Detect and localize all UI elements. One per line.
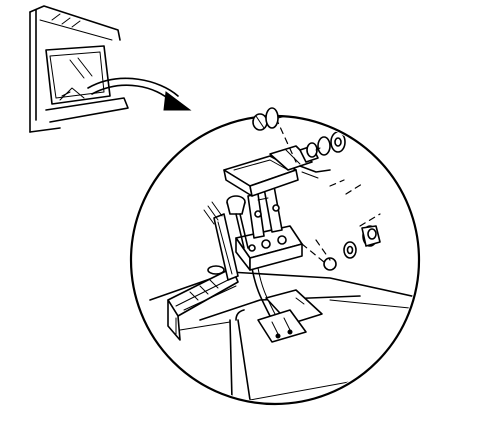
cable — [251, 267, 277, 317]
assembly-lines — [275, 118, 381, 263]
lever-housing — [167, 265, 239, 341]
vehicle-locator-view — [29, 5, 129, 133]
hinge-base — [235, 225, 303, 271]
top-screw — [252, 107, 287, 131]
upper-fastener-stack — [306, 131, 346, 158]
spring-clip — [299, 165, 331, 179]
release-knob — [226, 195, 249, 249]
support-bracket — [203, 201, 239, 281]
detail-view — [149, 118, 417, 401]
pointer-arrow — [87, 77, 192, 111]
floor-mounting-plate — [257, 289, 323, 343]
lower-fastener-stack — [323, 225, 381, 271]
pedal-pad — [223, 155, 299, 197]
